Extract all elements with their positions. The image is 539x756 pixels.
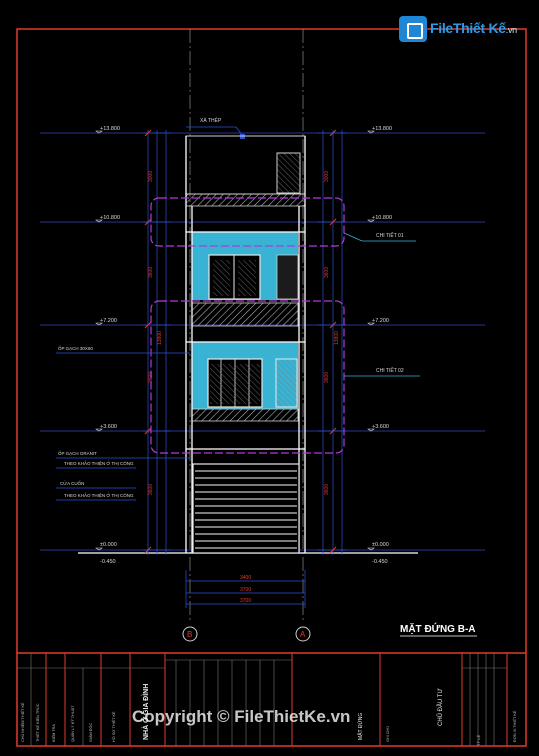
svg-text:HỒ SƠ THIẾT KẾ: HỒ SƠ THIẾT KẾ — [111, 711, 116, 742]
building-outline — [185, 136, 306, 553]
detail-2-callout — [150, 300, 345, 454]
dimension-values: 3000 3600 3600 3600 13800 3000 3600 3600… — [148, 171, 340, 495]
svg-text:ĐƠN VỊ THIẾT KẾ: ĐƠN VỊ THIẾT KẾ — [512, 710, 517, 742]
floor2-balcony-slab — [191, 408, 299, 422]
level-roof-right: +13.800 — [372, 126, 392, 132]
roof-door — [276, 152, 301, 194]
detail-1-callout — [150, 197, 345, 247]
axis-bubble-a — [295, 626, 311, 642]
rolling-door-slats — [195, 470, 297, 549]
copyright-watermark: Copyright © FileThietKe.vn — [132, 707, 351, 726]
note-granite: ỐP GẠCH GRANIT — [58, 450, 97, 456]
detail-1-leader — [343, 232, 363, 242]
svg-text:GIÁM ĐỐC: GIÁM ĐỐC — [88, 723, 93, 742]
floor3-balcony-slab — [191, 302, 299, 327]
svg-text:3000: 3000 — [148, 171, 154, 182]
detail-2-label: CHI TIẾT 02 — [376, 367, 404, 374]
drawing-frame — [16, 28, 527, 747]
title-block-subgrid — [17, 653, 507, 746]
axis-label-a: A — [300, 630, 306, 639]
level-markers — [95, 130, 375, 551]
note-spec: THEO KHẢO THIỆN Ở THỊ CÔNG — [64, 459, 134, 466]
owner-label: CHỦ ĐẦU TƯ — [437, 688, 444, 726]
svg-text:3600: 3600 — [324, 372, 330, 383]
svg-text:THIẾT KẾ KIẾN TRÚC: THIẾT KẾ KIẾN TRÚC — [35, 703, 40, 742]
floor3-window-pane-left — [213, 260, 230, 296]
bottom-dimensions — [185, 570, 306, 608]
level-floor2-left: +7.200 — [100, 318, 117, 324]
top-note-leader — [186, 126, 244, 137]
svg-text:3600: 3600 — [324, 267, 330, 278]
title-block-fine-print: CHỦ NHIỆM THIẾT KẾ THIẾT KẾ KIẾN TRÚC KI… — [20, 702, 517, 742]
drawing-title: MẶT ĐỨNG B-A — [400, 622, 476, 635]
scale-label: TỶ LỆ — [476, 735, 481, 746]
top-note: XÀ THÉP — [200, 117, 222, 124]
svg-text:CHỦ NHIỆM THIẾT KẾ: CHỦ NHIỆM THIẾT KẾ — [20, 702, 25, 742]
roof-slab — [185, 193, 306, 207]
level-floor1-left: +3.600 — [100, 424, 117, 430]
bottom-dim-inner: 3400 — [240, 575, 251, 581]
level-floor1-right: +3.600 — [372, 424, 389, 430]
level-floor2-right: +7.200 — [372, 318, 389, 324]
brand-logo-text: FileThiết Kế.vn — [430, 20, 517, 36]
brand-logo-accent: Thiết Kế — [452, 20, 506, 36]
svg-text:KIỂM TRA: KIỂM TRA — [51, 724, 56, 742]
note-spec2: THEO KHẢO THIỆN Ở THỊ CÔNG — [64, 491, 134, 498]
svg-text:QUẢN LÝ KỸ THUẬT: QUẢN LÝ KỸ THUẬT — [70, 705, 75, 742]
brand-logo-main: File — [430, 20, 453, 36]
svg-text:3600: 3600 — [324, 484, 330, 495]
axis-label-b: B — [187, 630, 192, 639]
level-roof-left: +13.800 — [100, 126, 120, 132]
svg-text:13800: 13800 — [157, 331, 163, 345]
brand-logo[interactable]: FileThiết Kế.vn — [399, 14, 527, 44]
svg-text:GHI CHÚ: GHI CHÚ — [385, 726, 390, 742]
project-name: NHÀ Ở GIA ĐÌNH — [141, 684, 150, 740]
svg-text:13800: 13800 — [334, 331, 340, 345]
sheet-name: MẶT ĐỨNG — [357, 713, 364, 740]
detail-1-label: CHI TIẾT 01 — [376, 232, 404, 239]
level-base-left: -0.450 — [100, 559, 116, 565]
level-floor3-left: +10.800 — [100, 215, 120, 221]
floor3-window-pane-right — [238, 260, 256, 296]
note-leaders — [56, 352, 190, 501]
note-tile: ỐP GẠCH 30X60 — [58, 345, 93, 351]
bottom-dim-overall: 3700 — [240, 598, 251, 604]
svg-text:3600: 3600 — [148, 267, 154, 278]
file-icon — [399, 16, 427, 42]
floor2-window-glazing — [210, 364, 260, 404]
level-base-right: -0.450 — [372, 559, 388, 565]
svg-text:3000: 3000 — [324, 171, 330, 182]
brand-logo-suffix: .vn — [505, 25, 517, 35]
note-door: CỬA CUỐN — [60, 480, 84, 486]
floor2-side-door — [275, 358, 298, 408]
level-ground-right: ±0.000 — [372, 542, 389, 548]
ground-rolling-door — [192, 463, 300, 554]
dimension-ticks — [144, 129, 337, 554]
floor3-side-panel — [276, 254, 299, 300]
bottom-dim-total: 3700 — [240, 587, 251, 593]
axis-bubble-b — [182, 626, 198, 642]
axis-lines — [189, 29, 304, 620]
svg-text:3600: 3600 — [148, 484, 154, 495]
level-ground-left: ±0.000 — [100, 542, 117, 548]
level-floor3-right: +10.800 — [372, 215, 392, 221]
title-block-grid — [45, 653, 508, 746]
